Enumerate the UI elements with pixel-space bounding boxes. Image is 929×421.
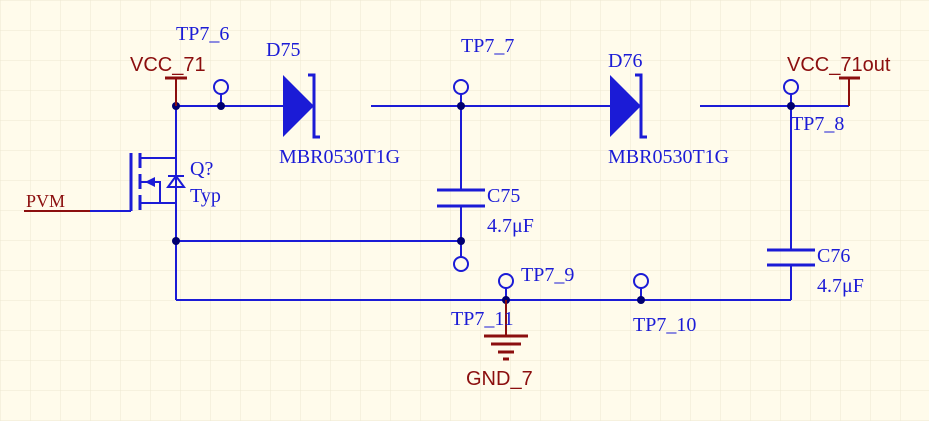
diode-d76-body: [610, 75, 641, 137]
tp6-label: TP7_6: [176, 23, 229, 45]
test-point-tp7[interactable]: [453, 79, 469, 95]
c76-value: 4.7μF: [817, 275, 864, 297]
diode-d75-body: [283, 75, 314, 137]
junction-dot: [217, 102, 225, 110]
c75-designator: C75: [487, 185, 520, 207]
mosfet-q[interactable]: [129, 153, 186, 211]
tp10-label: TP7_10: [633, 314, 696, 336]
junction-dot: [637, 296, 645, 304]
junction-dot: [457, 237, 465, 245]
test-point-tp10[interactable]: [633, 273, 649, 289]
power-port-vcc-out[interactable]: [839, 76, 860, 106]
power-port-vcc-in[interactable]: [165, 76, 187, 106]
test-point-tp8[interactable]: [783, 79, 799, 95]
q-designator: Q?: [190, 158, 213, 180]
d75-designator: D75: [266, 39, 300, 61]
capacitor-c75[interactable]: [437, 188, 485, 208]
vcc-in-label: VCC_71: [130, 54, 206, 76]
capacitor-c76[interactable]: [767, 248, 815, 267]
c76-designator: C76: [817, 245, 850, 267]
junction-dot: [457, 102, 465, 110]
diode-d75[interactable]: [282, 73, 371, 139]
vcc-out-label: VCC_71out: [787, 54, 891, 76]
test-point-c75-open[interactable]: [453, 256, 469, 272]
junction-dot: [787, 102, 795, 110]
junctions: [172, 102, 795, 304]
diode-d75-cathode: [308, 73, 320, 139]
d75-value: MBR0530T1G: [279, 146, 400, 168]
q-value: Typ: [190, 185, 221, 207]
mosfet-body-diode: [166, 174, 186, 188]
gnd-symbol[interactable]: [484, 300, 528, 361]
tp7-label: TP7_7: [461, 35, 514, 57]
test-point-tp9[interactable]: [498, 273, 514, 289]
labels: TP7_6 TP7_7 TP7_8 TP7_9 TP7_10 TP7_11 D7…: [26, 23, 891, 390]
c75-value: 4.7μF: [487, 215, 534, 237]
diode-d76[interactable]: [610, 73, 647, 139]
diode-d76-cathode: [635, 73, 647, 139]
junction-dot: [172, 237, 180, 245]
test-point-circles: [213, 79, 799, 289]
d76-value: MBR0530T1G: [608, 146, 729, 168]
gnd-label: GND_7: [466, 368, 533, 390]
pvm-label: PVM: [26, 191, 65, 211]
mosfet-arrow: [145, 177, 155, 187]
tp8-label: TP7_8: [791, 113, 844, 135]
tp9-label: TP7_9: [521, 264, 574, 286]
test-point-tp6[interactable]: [213, 79, 229, 95]
d76-designator: D76: [608, 50, 642, 72]
wires: [90, 94, 849, 336]
tp11-label: TP7_11: [451, 308, 514, 330]
